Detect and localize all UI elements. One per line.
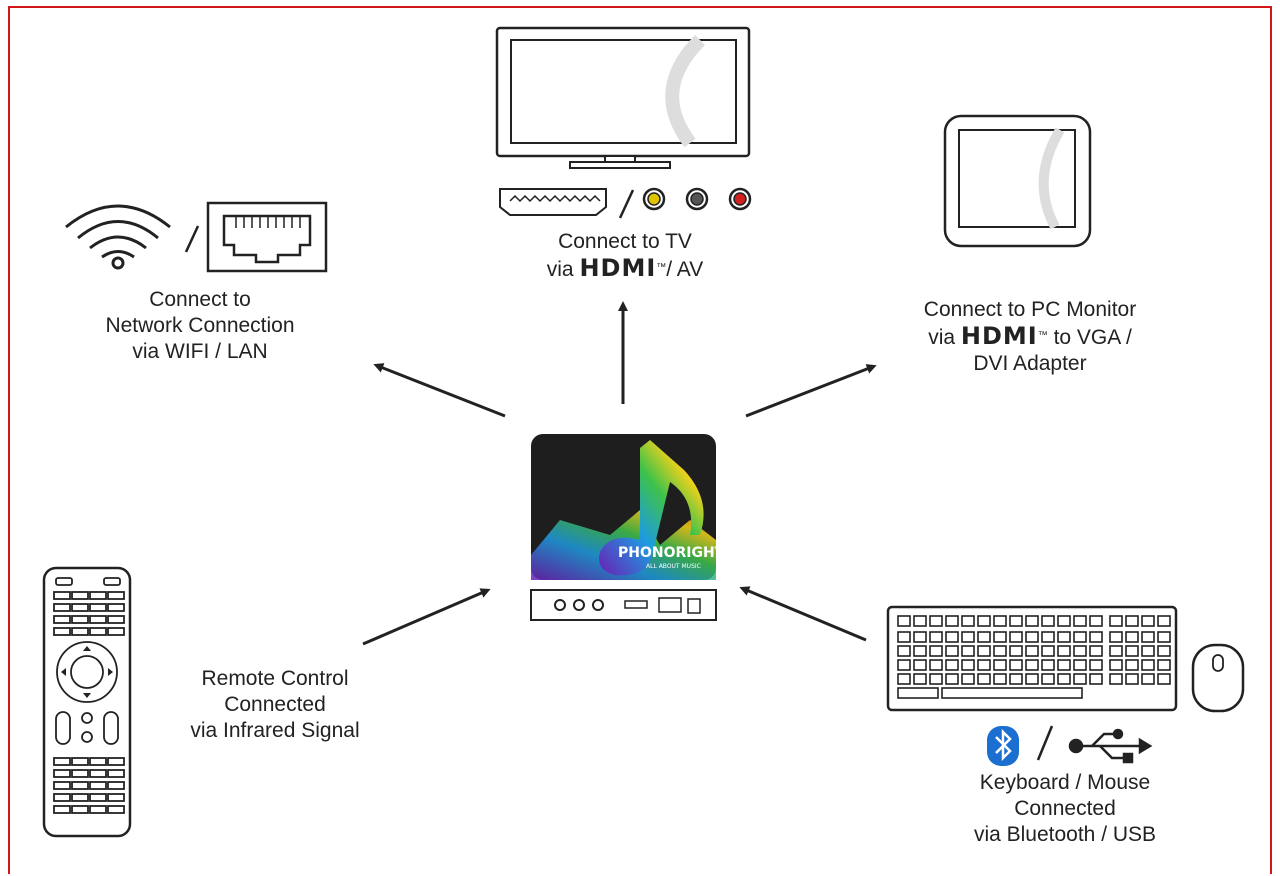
network-label-line2: Network Connection [105,314,295,337]
brand-tagline: ALL ABOUT MUSIC [646,563,701,570]
arrow-to-monitor [745,364,877,418]
tv-label: Connect to TV via HDMI™/ AV [490,229,760,283]
tv-av-text: / AV [666,258,704,281]
monitor-label-line1: Connect to PC Monitor [923,298,1137,321]
bluetooth-icon [987,726,1019,766]
monitor-via-text: via [928,326,956,349]
hdmi-port-icon [499,188,607,216]
remote-label-line1: Remote Control [201,667,349,690]
av-ports-icon [642,187,752,211]
lan-port-icon [206,201,328,273]
monitor-vga-text: to VGA / [1053,326,1132,349]
network-label: Connect to Network Connection via WIFI /… [55,287,345,365]
slash-divider [618,189,635,219]
usb-icon [1068,728,1153,764]
phonorights-device-icon [530,434,717,621]
monitor-label-line3: DVI Adapter [973,352,1087,375]
mouse-icon [1191,643,1245,713]
keyboard-label-line3: via Bluetooth / USB [973,823,1157,846]
brand-name: PHONORIGHTS [618,545,735,561]
diagram-frame [8,6,1272,874]
keyboard-icon [886,605,1178,712]
arrow-from-remote [362,588,491,646]
connection-arrows [362,301,877,646]
wifi-icon [65,204,171,270]
network-label-line3: via WIFI / LAN [132,340,268,363]
tv-label-line2: via HDMI™/ AV [546,254,704,282]
slash-divider [1036,725,1054,761]
arrow-to-network [373,363,506,418]
monitor-label: Connect to PC Monitor via HDMI™ to VGA /… [880,297,1180,377]
keyboard-label: Keyboard / Mouse Connected via Bluetooth… [920,770,1210,848]
network-label-line1: Connect to [149,288,251,311]
tv-via-text: via [546,258,574,281]
arrow-from-keyboard [739,586,867,642]
monitor-label-line2: via HDMI™ to VGA / [928,322,1132,350]
keyboard-label-line1: Keyboard / Mouse [979,771,1151,794]
hdmi-logo: HDMI [960,322,1038,350]
hdmi-logo: HDMI [579,254,657,282]
slash-divider [184,225,200,253]
remote-label-line3: via Infrared Signal [190,719,360,742]
remote-label-line2: Connected [224,693,326,716]
monitor-icon [943,114,1092,248]
remote-control-icon [42,566,132,838]
tv-icon [495,26,751,169]
keyboard-label-line2: Connected [1014,797,1116,820]
remote-label: Remote Control Connected via Infrared Si… [145,666,405,744]
tv-label-line1: Connect to TV [558,230,692,253]
